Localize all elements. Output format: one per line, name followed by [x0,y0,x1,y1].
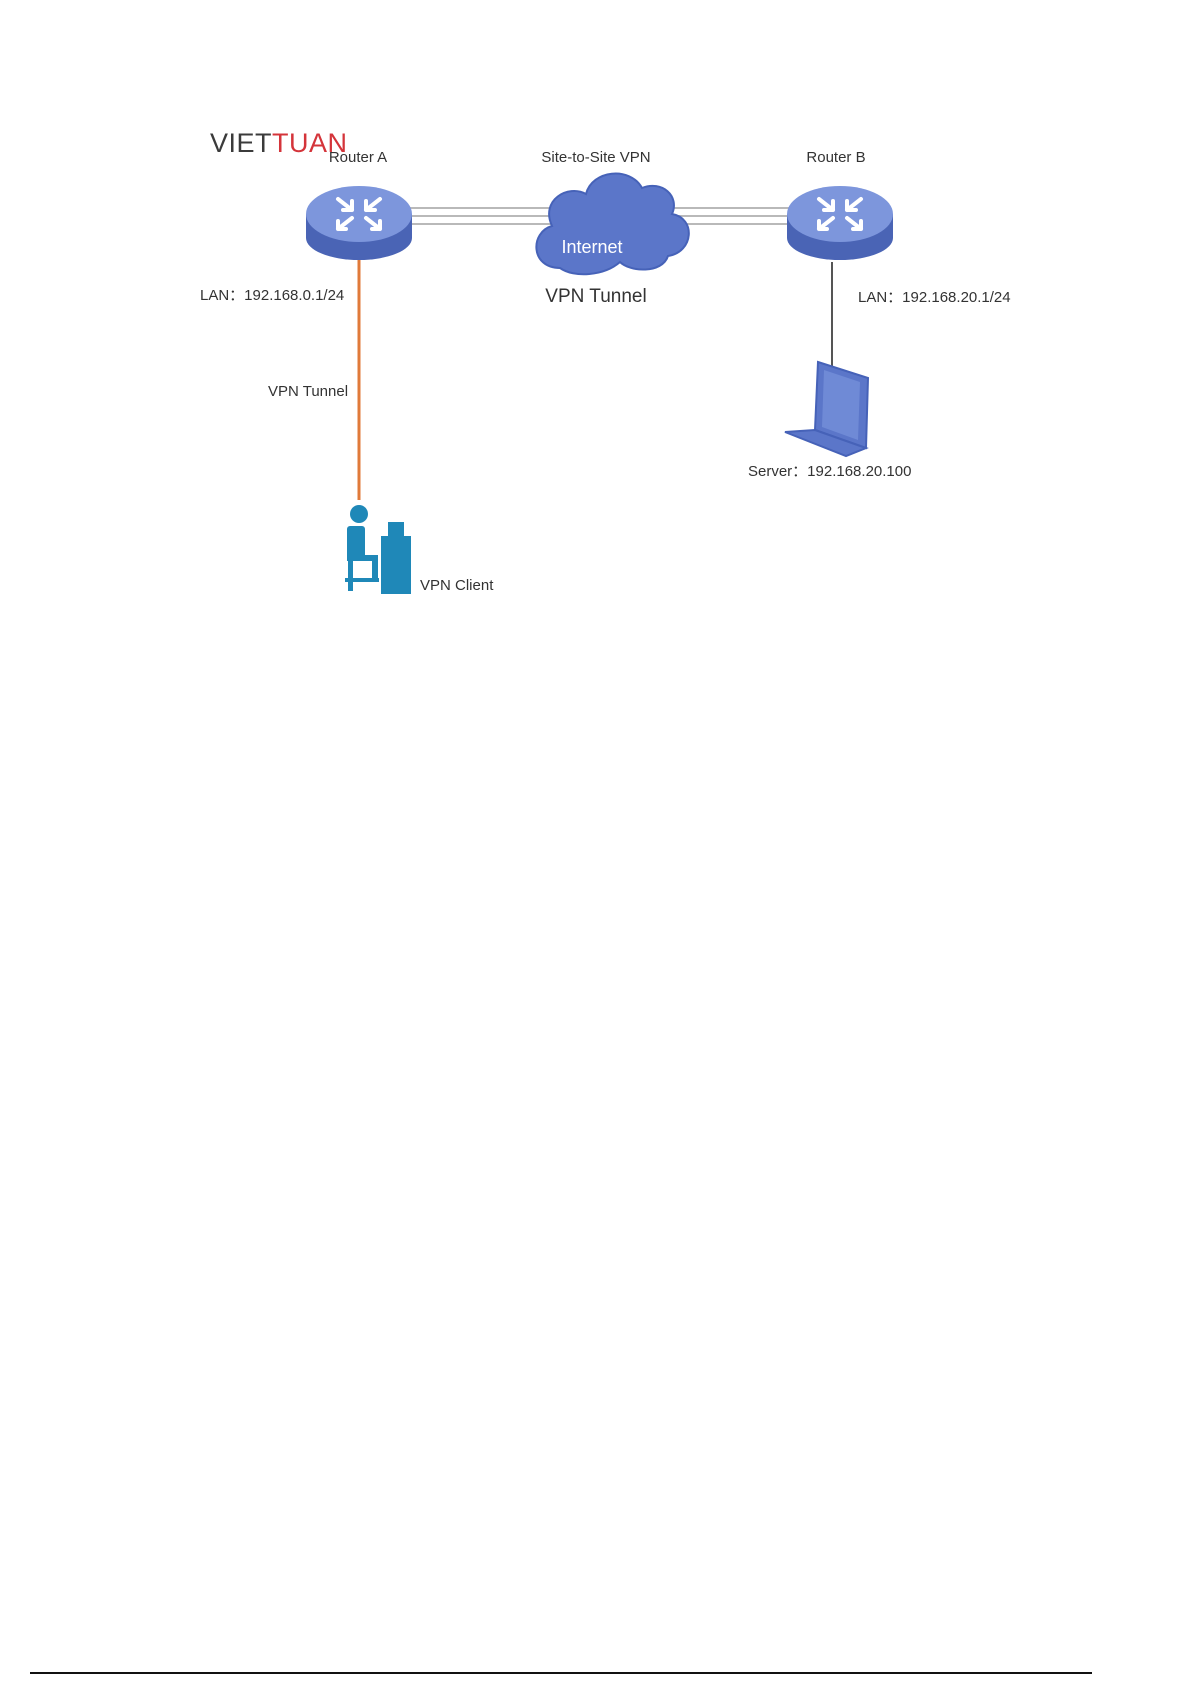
internet-label: Internet [561,237,622,257]
logo-part-viet: VIET [210,128,272,158]
client-tunnel-label: VPN Tunnel [268,383,348,400]
vpn-client-label: VPN Client [420,577,494,594]
router-a [306,186,412,260]
internet-cloud: Internet [536,174,688,275]
router-b-label: Router B [806,149,865,166]
footer-rule [30,1672,1092,1674]
logo: VIETTUAN [210,128,348,158]
vpn-client-person-icon [345,505,411,594]
router-b-lan-label: LAN：192.168.20.1/24 [858,289,1011,306]
site-to-site-label: Site-to-Site VPN [541,149,650,166]
server-label: Server：192.168.20.100 [748,463,911,480]
router-a-label: Router A [329,149,387,166]
router-b [787,186,893,260]
server-laptop-icon [785,362,868,456]
router-a-lan-label: LAN：192.168.0.1/24 [200,287,344,304]
site-to-site-tunnel-label: VPN Tunnel [545,286,646,307]
